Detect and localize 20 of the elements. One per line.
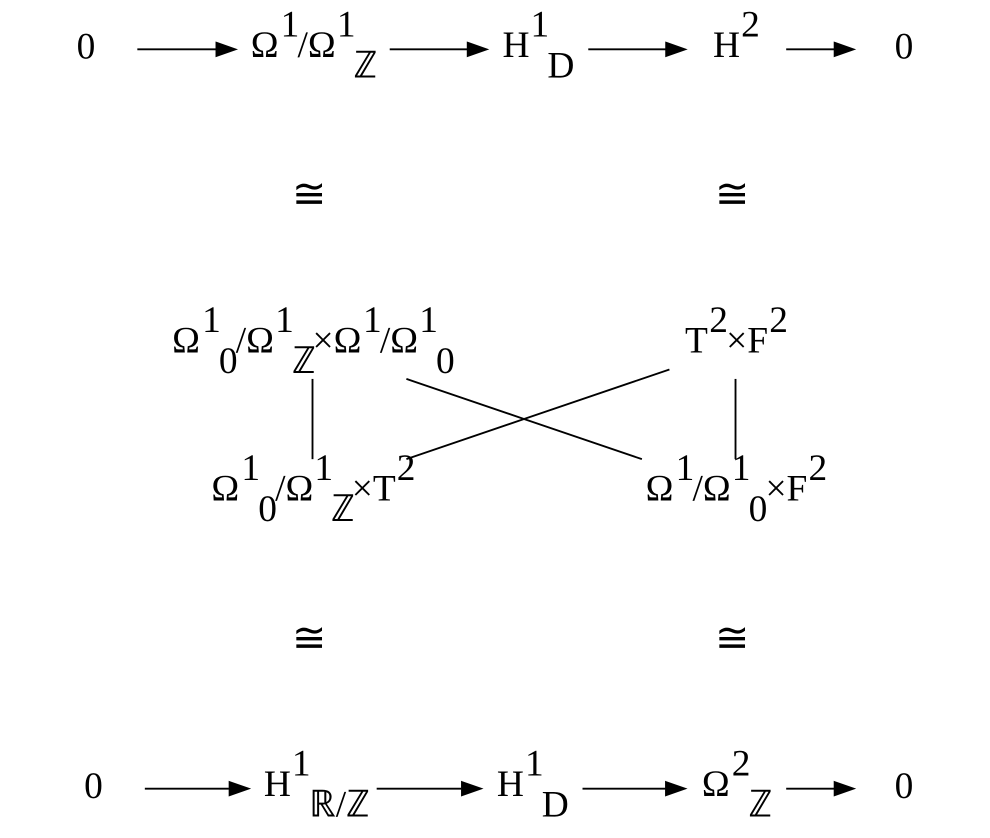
node-text: 0 bbox=[894, 26, 914, 68]
label: ≅ bbox=[714, 614, 749, 660]
label: ≅ bbox=[714, 170, 749, 217]
node-text: 0 bbox=[894, 766, 914, 808]
label: ≅ bbox=[292, 170, 326, 217]
arrow bbox=[588, 41, 688, 58]
connector bbox=[406, 368, 670, 460]
connector bbox=[734, 378, 736, 460]
arrow bbox=[144, 780, 252, 797]
node-text: 0 bbox=[84, 766, 103, 808]
arrow bbox=[582, 780, 688, 797]
arrow bbox=[786, 41, 856, 58]
arrow bbox=[786, 780, 856, 797]
arrow bbox=[137, 41, 238, 58]
connector bbox=[406, 378, 642, 460]
label: ≅ bbox=[292, 614, 326, 660]
node-text: 0 bbox=[76, 26, 96, 68]
arrow bbox=[376, 780, 484, 797]
connector bbox=[312, 378, 314, 460]
arrow bbox=[390, 41, 490, 58]
